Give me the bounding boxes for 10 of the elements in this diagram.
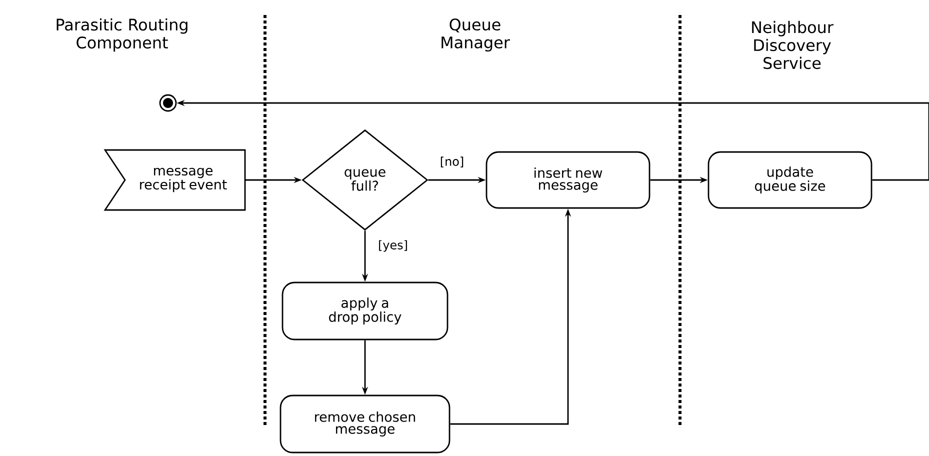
lane-heading: Parasitic Routing Component — [56, 18, 188, 52]
lane-heading: Queue Manager — [442, 18, 510, 52]
lane-heading: Neighbour Discovery Service — [752, 20, 834, 70]
action-box: insert new message — [486, 151, 650, 209]
edge-label: [yes] — [377, 239, 409, 253]
action-box: remove chosen message — [280, 394, 450, 454]
final-node — [159, 94, 177, 112]
edge-label: [no] — [438, 156, 466, 168]
action-box: update queue size — [708, 151, 872, 209]
action-box: apply a drop policy — [282, 282, 448, 340]
